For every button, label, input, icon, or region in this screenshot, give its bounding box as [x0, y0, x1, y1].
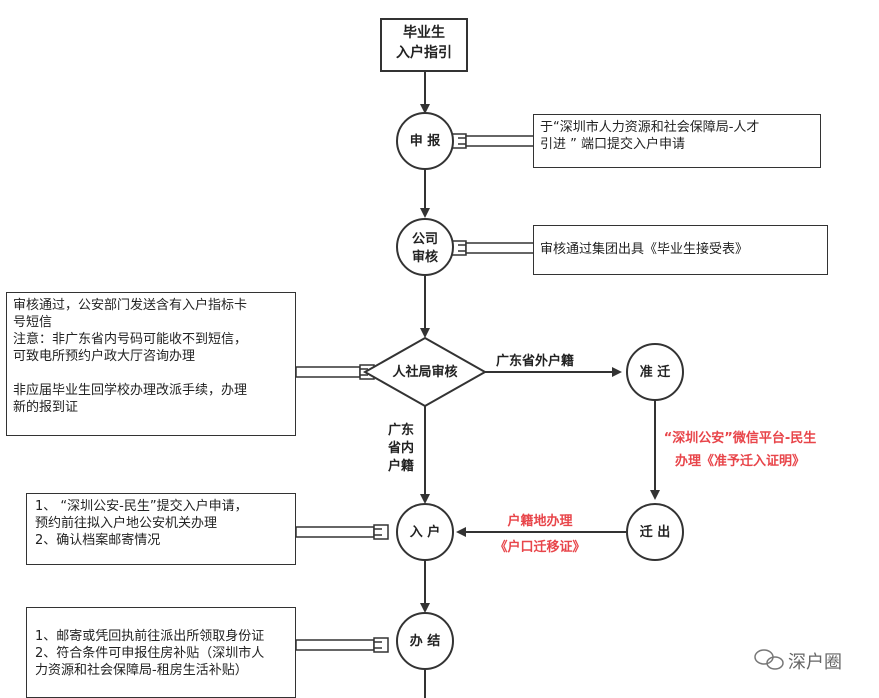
note-hr-line: 非应届毕业生回学校办理改派手续，办理	[13, 383, 248, 398]
note-complete-line: 2、符合条件可申报住房补贴（深圳市人	[35, 646, 265, 661]
edge-label-approve-1: “深圳公安”微信平台-民生	[663, 431, 817, 446]
node-approve-move	[626, 343, 684, 401]
connector-apply-note	[451, 133, 535, 149]
note-apply-line: 于“深圳市人力资源和社会保障局-人才	[540, 120, 760, 135]
note-complete-line: 1、邮寄或凭回执前往派出所领取身份证	[35, 629, 265, 644]
note-company-line: 审核通过集团出具《毕业生接受表》	[540, 242, 749, 257]
node-register-label: 入 户	[409, 525, 441, 540]
note-hr: 审核通过，公安部门发送含有入户指标卡 号短信 注意：非广东省内号码可能收不到短信…	[6, 292, 296, 436]
node-company-label-1: 公司	[411, 232, 438, 247]
node-apply	[396, 112, 454, 170]
title-line-2: 入户指引	[396, 45, 452, 61]
edge-label-inside-gd-2: 省内	[387, 441, 414, 456]
node-company-label-2: 审核	[411, 250, 438, 265]
node-complete-label: 办 结	[409, 634, 441, 649]
node-register	[396, 503, 454, 561]
node-hr-label: 人社局审核	[392, 365, 458, 380]
note-hr-line: 审核通过，公安部门发送含有入户指标卡	[13, 298, 248, 313]
note-hr-line: 新的报到证	[13, 400, 79, 415]
connector-register-note	[295, 524, 389, 540]
watermark-text: 深户圈	[788, 652, 842, 673]
title-box	[380, 18, 468, 72]
note-register: 1、 “深圳公安-民生”提交入户申请， 预约前往拟入户地公安机关办理 2、确认档…	[26, 493, 296, 565]
connector-company-note	[451, 240, 535, 256]
connector-hr-note	[295, 364, 375, 380]
connector-complete-note	[295, 637, 389, 653]
node-hr-review	[362, 336, 488, 408]
note-hr-line: 可致电所预约户政大厅咨询办理	[13, 349, 196, 364]
note-complete: 1、邮寄或凭回执前往派出所领取身份证 2、符合条件可申报住房补贴（深圳市人 力资…	[26, 607, 296, 698]
note-complete-line: 力资源和社会保障局-租房生活补贴）	[35, 663, 248, 678]
title-line-1: 毕业生	[403, 25, 445, 41]
edge-label-inside-gd-3: 户籍	[387, 459, 414, 474]
note-register-line: 2、确认档案邮寄情况	[35, 533, 161, 548]
edge-label-hukou-1: 户籍地办理	[507, 514, 573, 529]
note-company: 审核通过集团出具《毕业生接受表》	[533, 225, 828, 275]
node-moveout-label: 迁 出	[639, 525, 671, 540]
node-apply-label: 申 报	[409, 134, 441, 149]
note-hr-line: 号短信	[13, 315, 53, 330]
wechat-icon	[754, 649, 784, 670]
note-hr-line	[13, 365, 289, 382]
edge-label-inside-gd-1: 广东	[387, 423, 414, 438]
edge-label-outside-gd: 广东省外户籍	[496, 354, 575, 369]
edge-label-hukou-2: 《户口迁移证》	[494, 540, 586, 555]
note-apply: 于“深圳市人力资源和社会保障局-人才 引进 ” 端口提交入户申请	[533, 114, 821, 168]
node-complete	[396, 612, 454, 670]
note-register-line: 1、 “深圳公安-民生”提交入户申请，	[35, 499, 248, 514]
note-register-line: 预约前往拟入户地公安机关办理	[35, 516, 218, 531]
node-approve-label: 准 迁	[639, 365, 671, 380]
node-company-review	[396, 218, 454, 276]
note-hr-line: 注意：非广东省内号码可能收不到短信，	[13, 332, 248, 347]
edge-label-approve-2: 办理《准予迁入证明》	[674, 454, 805, 469]
note-apply-line: 引进 ” 端口提交入户申请	[540, 137, 685, 152]
node-move-out	[626, 503, 684, 561]
